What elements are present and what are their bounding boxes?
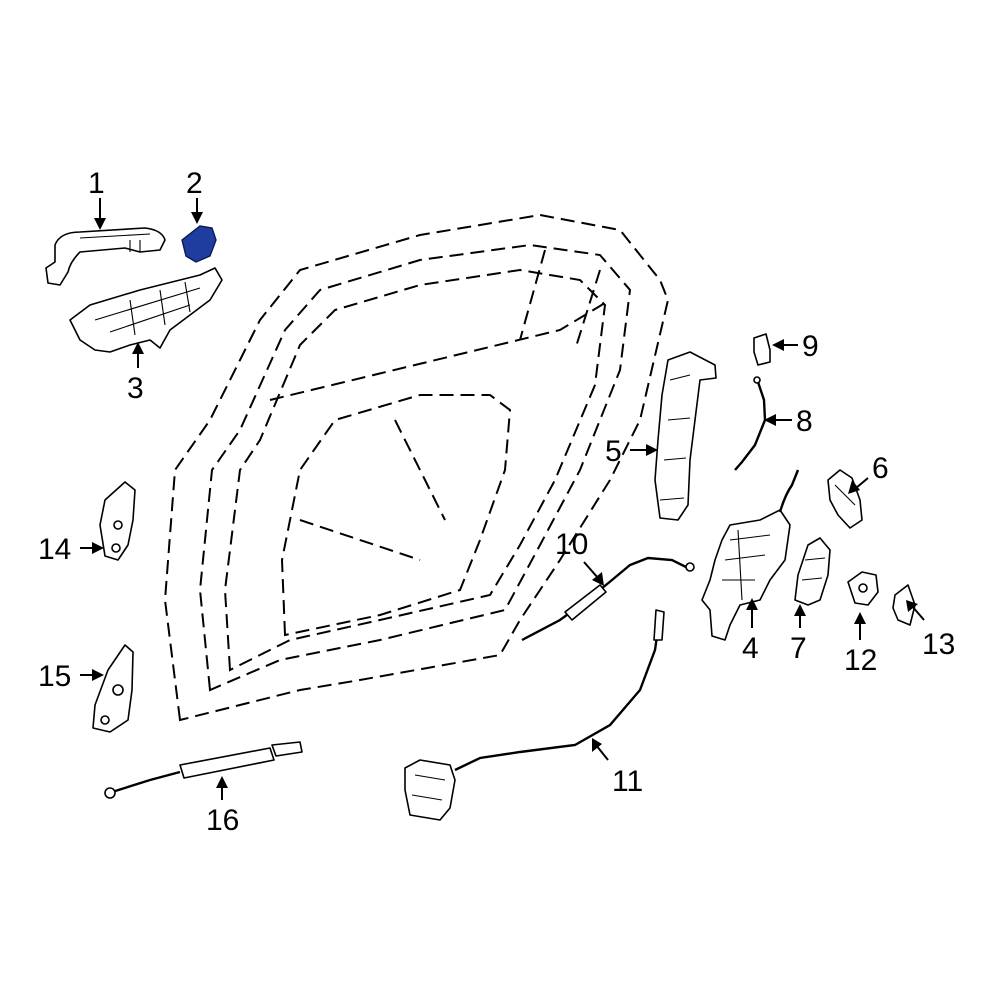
callout-5: 5	[605, 435, 622, 468]
part-4-door-lock	[701, 469, 800, 641]
part-2-handle-cap	[181, 225, 217, 263]
callout-7: 7	[790, 632, 807, 665]
callout-arrows	[80, 198, 925, 800]
callout-4: 4	[742, 632, 759, 665]
part-12-striker	[847, 571, 879, 606]
callout-3: 3	[127, 372, 144, 405]
part-15-lower-hinge	[92, 644, 134, 733]
callout-6: 6	[872, 452, 889, 485]
part-9-knob	[753, 333, 771, 366]
part-10-cable	[521, 556, 695, 642]
part-6-clip	[827, 469, 863, 529]
callout-2: 2	[186, 167, 203, 200]
part-5-lock-bracket	[654, 351, 717, 521]
part-11-actuator-cable	[404, 609, 665, 821]
rear-door-outline	[163, 213, 670, 722]
callout-1: 1	[88, 167, 105, 200]
callout-labels: 1 2 3 4 5 6 7 8 9 10 11 12 13 14 15 16	[38, 167, 955, 837]
callout-16: 16	[206, 804, 239, 837]
callout-8: 8	[796, 405, 813, 438]
part-16-door-check	[104, 741, 303, 799]
part-8-rod	[734, 376, 767, 471]
part-1-outside-handle	[45, 227, 166, 286]
part-3-handle-carrier	[69, 267, 223, 353]
callout-12: 12	[844, 644, 877, 677]
part-7-cover	[794, 537, 831, 606]
callout-14: 14	[38, 533, 71, 566]
callout-15: 15	[38, 660, 71, 693]
callout-9: 9	[802, 330, 819, 363]
callout-13: 13	[922, 628, 955, 661]
part-14-upper-hinge	[99, 481, 136, 561]
part-13-bracket	[892, 584, 916, 626]
callout-11: 11	[612, 765, 643, 798]
callout-10: 10	[555, 528, 588, 561]
